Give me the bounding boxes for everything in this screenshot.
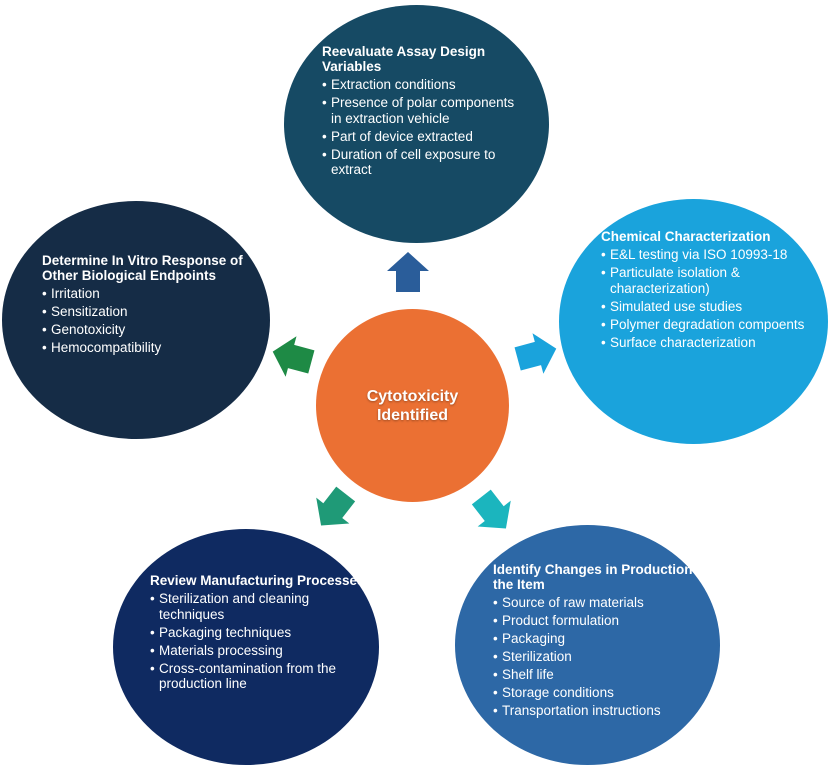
arrow-down-left-icon xyxy=(316,486,356,526)
list-item: Sterilization and cleaning techniques xyxy=(150,591,365,622)
node-production-changes: Identify Changes in Production of the It… xyxy=(455,525,720,765)
list-item: Materials processing xyxy=(150,643,365,659)
list-item: Genotoxicity xyxy=(42,322,262,338)
list-item: Particulate isolation & characterization… xyxy=(601,265,813,296)
list-item: Extraction conditions xyxy=(322,77,517,93)
arrow-right-icon xyxy=(514,333,557,374)
list-item: Cross-contamination from the production … xyxy=(150,661,365,692)
node-list: Irritation Sensitization Genotoxicity He… xyxy=(42,286,262,356)
center-label: Cytotoxicity Identified xyxy=(367,387,459,425)
list-item: Packaging xyxy=(493,631,713,647)
node-title: Reevaluate Assay Design Variables xyxy=(322,44,486,74)
center-label-line: Identified xyxy=(376,406,449,424)
list-item: Polymer degradation compoents xyxy=(601,317,813,333)
list-item: Transportation instructions xyxy=(493,703,713,719)
node-list: Source of raw materials Product formulat… xyxy=(493,595,713,719)
list-item: Simulated use studies xyxy=(601,299,813,315)
arrow-left-icon xyxy=(272,336,315,377)
arrow-down-right-icon xyxy=(471,489,511,529)
list-item: E&L testing via ISO 10993-18 xyxy=(601,247,813,263)
list-item: Shelf life xyxy=(493,667,713,683)
node-list: Sterilization and cleaning techniques Pa… xyxy=(150,591,365,692)
list-item: Sensitization xyxy=(42,304,262,320)
node-chemical-characterization: Chemical Characterization E&L testing vi… xyxy=(559,199,828,444)
list-item: Storage conditions xyxy=(493,685,713,701)
node-title: Review Manufacturing Processes xyxy=(150,573,365,588)
node-title: Identify Changes in Production of the It… xyxy=(493,562,709,592)
center-node: Cytotoxicity Identified xyxy=(316,309,509,502)
node-list: Extraction conditions Presence of polar … xyxy=(322,77,517,178)
list-item: Sterilization xyxy=(493,649,713,665)
list-item: Irritation xyxy=(42,286,262,302)
node-title: Chemical Characterization xyxy=(601,229,771,244)
list-item: Product formulation xyxy=(493,613,713,629)
arrow-up-icon xyxy=(387,252,429,292)
list-item: Duration of cell exposure to extract xyxy=(322,147,517,178)
center-label-line: Cytotoxicity xyxy=(366,387,459,405)
node-reevaluate-assay: Reevaluate Assay Design Variables Extrac… xyxy=(284,5,549,243)
list-item: Packaging techniques xyxy=(150,625,365,641)
node-biological-endpoints: Determine In Vitro Response of Other Bio… xyxy=(2,201,270,439)
node-manufacturing-processes: Review Manufacturing Processes Steriliza… xyxy=(113,529,379,765)
node-list: E&L testing via ISO 10993-18 Particulate… xyxy=(601,247,813,350)
list-item: Source of raw materials xyxy=(493,595,713,611)
list-item: Presence of polar components in extracti… xyxy=(322,95,517,126)
node-title: Determine In Vitro Response of Other Bio… xyxy=(42,253,243,283)
list-item: Hemocompatibility xyxy=(42,340,262,356)
list-item: Part of device extracted xyxy=(322,129,517,145)
list-item: Surface characterization xyxy=(601,335,813,351)
